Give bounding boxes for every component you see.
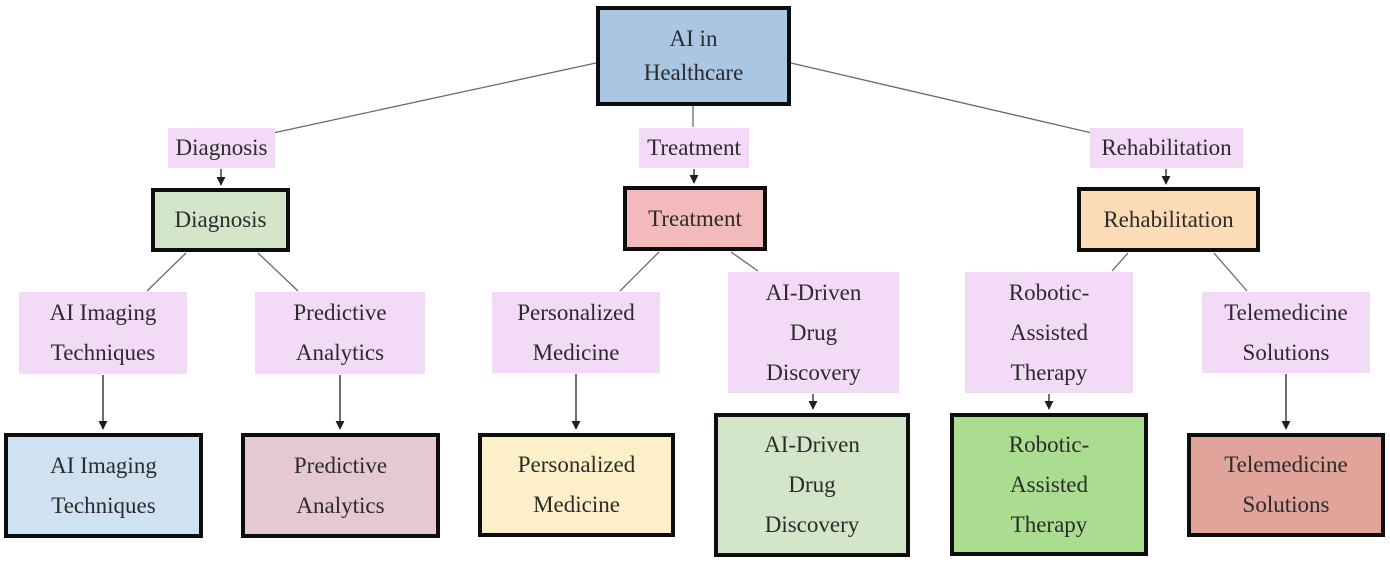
edge-label-predictive-analytics: Predictive Analytics [255, 292, 425, 374]
edge-label-ai-imaging-techniques: AI Imaging Techniques [19, 292, 187, 374]
edge-label-text: Predictive [293, 300, 387, 325]
node-text-line: Personalized [517, 452, 636, 477]
edge-label-text: Therapy [1010, 359, 1088, 385]
node-diagnosis: Diagnosis [151, 188, 290, 252]
node-text-line: Analytics [296, 492, 385, 518]
node-text-line: AI Imaging [50, 452, 157, 478]
edge-label-text: Personalized [517, 299, 635, 325]
edge-label-text: Drug [789, 319, 838, 345]
leaf-ai-driven-drug-discovery: AI-Driven Drug Discovery [714, 413, 910, 557]
node-text-line: Solutions [1242, 492, 1330, 517]
edge-label-text: AI-Driven [765, 279, 862, 305]
edge-label-ai-driven-drug-discovery: AI-Driven Drug Discovery [728, 272, 899, 393]
edge-label-text: Discovery [766, 359, 861, 385]
node-text-line: Treatment [648, 205, 742, 231]
edge-label-text: Diagnosis [175, 135, 268, 160]
node-treatment: Treatment [623, 186, 767, 251]
node-text-line: Predictive [293, 452, 388, 478]
leaf-personalized-medicine: Personalized Medicine [478, 433, 675, 537]
edge-label-text: Solutions [1242, 339, 1330, 365]
edge-label-rehabilitation: Rehabilitation [1090, 128, 1243, 168]
node-text-line: Medicine [533, 492, 620, 517]
node-text-line: Robotic- [1008, 431, 1090, 457]
node-ai-in-healthcare: AI in Healthcare [596, 6, 791, 106]
node-text-line: AI in [669, 26, 718, 51]
node-text-line: Healthcare [643, 60, 744, 85]
node-text-line: Discovery [764, 512, 860, 537]
leaf-telemedicine-solutions: Telemedicine Solutions [1187, 433, 1385, 537]
edge-label-treatment: Treatment [639, 128, 749, 168]
edge-label-text: AI Imaging [49, 300, 157, 325]
edge-label-robotic-assisted-therapy: Robotic- Assisted Therapy [965, 272, 1133, 393]
node-text-line: Rehabilitation [1103, 206, 1234, 232]
node-text-line: Assisted [1010, 471, 1088, 497]
edge-label-personalized-medicine: Personalized Medicine [492, 292, 660, 373]
node-text-line: Therapy [1010, 511, 1088, 537]
edge-label-text: Analytics [295, 340, 385, 365]
leaf-ai-imaging-techniques: AI Imaging Techniques [4, 433, 203, 538]
node-rehabilitation: Rehabilitation [1077, 187, 1260, 252]
edge-label-telemedicine-solutions: Telemedicine Solutions [1202, 292, 1370, 373]
node-text-line: Techniques [51, 492, 156, 518]
node-text-line: Drug [788, 472, 836, 497]
edge-label-text: Medicine [532, 339, 620, 365]
node-text-line: Diagnosis [174, 207, 267, 232]
edge-label-text: Robotic- [1008, 279, 1090, 305]
leaf-predictive-analytics: Predictive Analytics [241, 433, 440, 538]
edge-label-text: Assisted [1010, 319, 1088, 345]
edge-label-text: Techniques [50, 340, 156, 365]
edge-label-text: Treatment [647, 135, 741, 160]
leaf-robotic-assisted-therapy: Robotic- Assisted Therapy [950, 413, 1148, 556]
edge-label-diagnosis: Diagnosis [168, 128, 275, 168]
edge-label-text: Telemedicine [1224, 299, 1348, 325]
node-text-line: Telemedicine [1224, 452, 1348, 477]
node-text-line: AI-Driven [764, 432, 860, 457]
edge-label-text: Rehabilitation [1101, 135, 1232, 160]
